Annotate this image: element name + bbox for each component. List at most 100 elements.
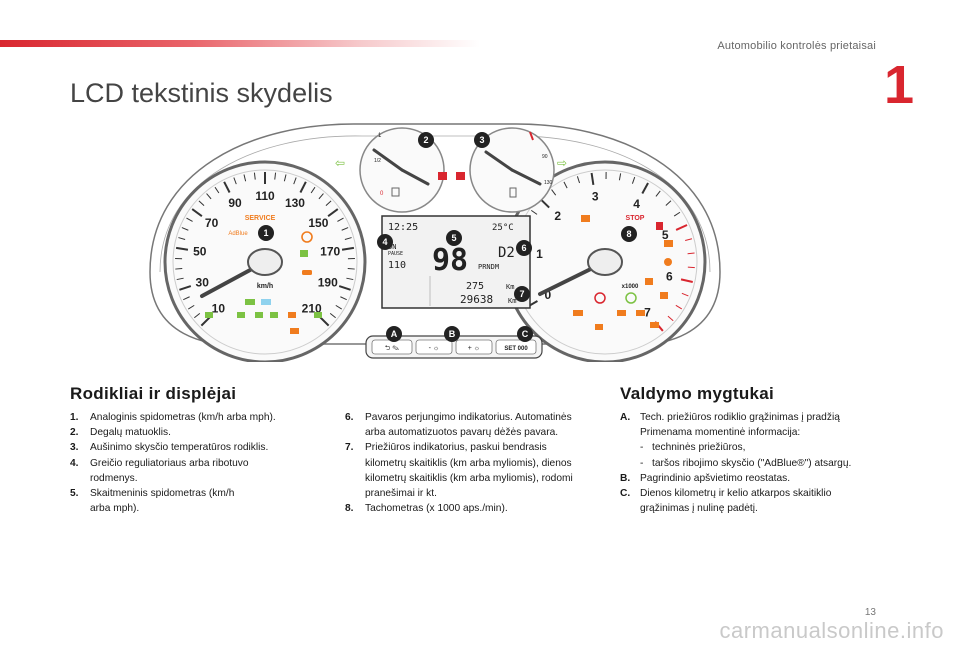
tacho-label: 3 xyxy=(592,190,599,204)
speedo-tick xyxy=(337,217,344,222)
fuel-mark-half: 1/2 xyxy=(374,158,381,164)
speedo-tick xyxy=(274,172,277,180)
lcd-clock: 12:25 xyxy=(388,222,418,233)
battery-icon xyxy=(302,270,312,275)
speedo-tick xyxy=(344,237,352,240)
indicators-list-continued: 6.Pavaros perjungimo indikatorius. Autom… xyxy=(345,410,590,516)
list-item: 4.Greičio reguliatoriaus arba ribotuvo r… xyxy=(70,457,249,484)
indicators-list: 1.Analoginis spidometras (km/h arba mph)… xyxy=(70,410,320,516)
button-b-plus-label: + ☼ xyxy=(468,345,480,352)
button-b-plus[interactable]: + ☼ xyxy=(455,339,493,355)
list-item: C.Dienos kilometrų ir kelio atkarpos ska… xyxy=(620,488,832,515)
speedo-label: 50 xyxy=(193,245,207,259)
tacho-tick xyxy=(641,182,649,194)
low-beam-icon xyxy=(205,312,213,318)
speedo-tick xyxy=(176,277,184,281)
callout-3: 3 xyxy=(474,132,490,148)
right-turn-icon: ⇨ xyxy=(557,156,567,170)
right-section-title: Valdymo mygtukai xyxy=(620,384,775,403)
tacho-tick xyxy=(665,200,672,206)
button-c[interactable]: SET 000 xyxy=(495,339,537,355)
button-a[interactable]: ⮌ ✎ xyxy=(371,339,413,355)
tacho-tick xyxy=(675,304,683,310)
speedo-tick xyxy=(327,208,339,217)
callout-6: 6 xyxy=(516,240,532,256)
rear-fog-icon xyxy=(255,312,263,318)
svg-text:6: 6 xyxy=(521,243,526,253)
lcd-total-unit: Km xyxy=(508,297,516,305)
speedo-tick xyxy=(319,316,330,327)
speedo-label: 150 xyxy=(308,216,328,230)
lcd-speed: 98 xyxy=(432,243,468,278)
speedo-tick xyxy=(335,304,342,310)
svg-text:3: 3 xyxy=(479,135,484,145)
list-item: 6.Pavaros perjungimo indikatorius. Autom… xyxy=(345,412,572,439)
tacho-tick xyxy=(551,189,557,196)
speedo-tick xyxy=(206,193,212,200)
speedo-tick xyxy=(243,174,247,182)
fuel-gauge: 1/2 0 1 xyxy=(359,127,445,213)
esp-icon xyxy=(664,258,672,266)
svg-text:C: C xyxy=(522,329,529,339)
speedo-tick xyxy=(179,285,192,291)
seatbelt-icon xyxy=(656,222,663,230)
speedo-label: 190 xyxy=(318,275,338,289)
list-item: 7.Priežiūros indikatorius, paskui bendra… xyxy=(345,442,573,500)
header-accent-bar xyxy=(0,40,480,47)
lcd-temp: 25°C xyxy=(492,223,514,233)
callout-a: A xyxy=(386,326,402,342)
speedo-tick xyxy=(175,246,189,251)
auto-wipe-icon xyxy=(625,292,637,304)
speedo-tick xyxy=(233,177,237,185)
callout-c: C xyxy=(517,326,533,342)
warning-lamp-icon xyxy=(288,312,296,318)
airbag-icon xyxy=(290,328,299,334)
fuel-mark-empty: 0 xyxy=(380,191,384,197)
speedo-tick xyxy=(188,304,195,310)
list-item: 8.Tachometras (x 1000 aps./min). xyxy=(345,503,508,515)
tacho-label: 1 xyxy=(536,247,543,261)
callout-8: 8 xyxy=(621,226,637,242)
temp-mark-130: 130 xyxy=(544,180,553,186)
button-b-minus-label: - ☼ xyxy=(429,345,440,352)
temp-mark-90: 90 xyxy=(542,154,548,160)
speedo-tick xyxy=(178,237,186,240)
svg-text:4: 4 xyxy=(382,237,387,247)
tacho-tick xyxy=(655,190,661,197)
tacho-tick xyxy=(667,315,674,322)
left-turn-icon: ⇦ xyxy=(335,156,345,170)
lcd-gears: PRNDM xyxy=(478,263,499,271)
speedo-tick xyxy=(175,268,183,270)
tacho-tick xyxy=(681,292,689,297)
speedo-tick xyxy=(340,296,347,301)
speedo-tick xyxy=(214,186,220,194)
speedo-tick xyxy=(200,316,211,327)
lcd-gear: D2 xyxy=(498,245,515,261)
speedo-label: 70 xyxy=(205,216,219,230)
fuel-pump-icon xyxy=(391,187,400,197)
speedo-label: 30 xyxy=(196,275,210,289)
speedo-tick xyxy=(310,186,316,194)
callout-1: 1 xyxy=(258,225,274,241)
speedo-label: 130 xyxy=(285,196,305,210)
speedo-label: 110 xyxy=(255,189,275,203)
adblue-label: AdBlue xyxy=(228,231,248,237)
oil-pressure-icon xyxy=(581,215,590,222)
speedo-tick xyxy=(299,181,307,193)
svg-text:2: 2 xyxy=(423,135,428,145)
glow-plug-icon xyxy=(645,278,653,285)
tacho-unit: x1000 xyxy=(622,284,639,290)
service-wrench-icon xyxy=(660,292,668,299)
chapter-number: 1 xyxy=(883,55,914,115)
button-a-label: ⮌ ✎ xyxy=(385,344,400,352)
watermark: carmanualsonline.info xyxy=(719,618,944,643)
tacho-label: 5 xyxy=(662,228,669,242)
button-b-minus[interactable]: - ☼ xyxy=(415,339,453,355)
speedo-tick xyxy=(191,208,203,217)
speedo-tick xyxy=(293,177,297,185)
speedo-tick xyxy=(253,172,256,180)
speedo-tick xyxy=(346,277,354,281)
lcd-limit-on: ON xyxy=(388,243,396,251)
